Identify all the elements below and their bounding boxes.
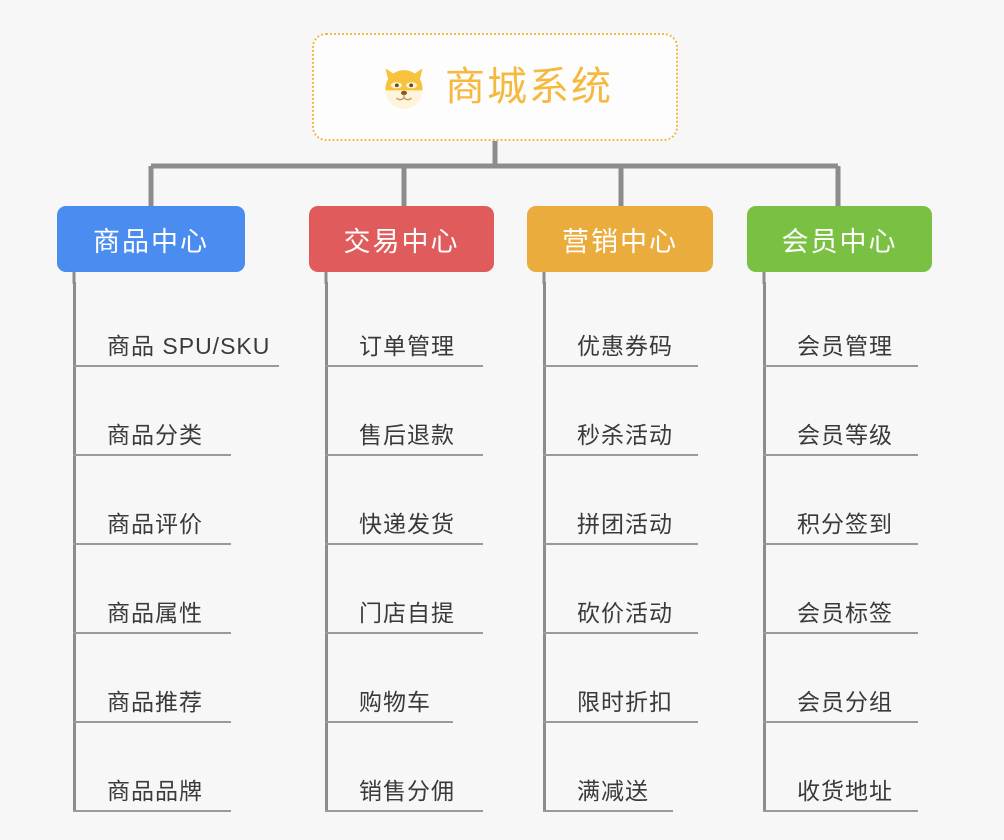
leaf-item[interactable]: 快递发货 [325, 460, 493, 549]
leaf-item-underline [543, 543, 698, 545]
leaf-item[interactable]: 商品推荐 [73, 638, 289, 727]
root-node[interactable]: 商城系统 [312, 33, 678, 141]
leaf-item-underline [543, 721, 698, 723]
leaf-item[interactable]: 秒杀活动 [543, 371, 708, 460]
leaf-column-4: 会员管理会员等级积分签到会员标签会员分组收货地址 [763, 282, 928, 816]
leaf-item-underline [763, 365, 918, 367]
leaf-spine [325, 282, 328, 812]
leaf-item[interactable]: 会员等级 [763, 371, 928, 460]
leaf-item[interactable]: 商品分类 [73, 371, 289, 460]
leaf-item[interactable]: 商品属性 [73, 549, 289, 638]
leaf-item[interactable]: 限时折扣 [543, 638, 708, 727]
leaf-spine [73, 282, 76, 812]
leaf-item[interactable]: 积分签到 [763, 460, 928, 549]
branch-label: 会员中心 [781, 226, 898, 257]
leaf-item-underline [325, 810, 483, 812]
leaf-item-label: 拼团活动 [577, 511, 673, 537]
leaf-item-label: 商品推荐 [107, 689, 203, 715]
leaf-item[interactable]: 订单管理 [325, 282, 493, 371]
leaf-item-label: 积分签到 [797, 511, 893, 537]
leaf-item-label: 商品评价 [107, 511, 203, 537]
leaf-item-label: 快递发货 [359, 511, 455, 537]
leaf-item[interactable]: 商品评价 [73, 460, 289, 549]
leaf-item[interactable]: 优惠券码 [543, 282, 708, 371]
branch-label: 营销中心 [562, 226, 678, 257]
leaf-item[interactable]: 销售分佣 [325, 727, 493, 816]
leaf-item-underline [763, 454, 918, 456]
leaf-item-underline [73, 632, 231, 634]
leaf-item-label: 秒杀活动 [577, 422, 673, 448]
leaf-item[interactable]: 商品 SPU/SKU [73, 282, 289, 371]
leaf-item-label: 会员管理 [797, 333, 893, 359]
root-title: 商城系统 [445, 65, 613, 109]
leaf-item-underline [543, 454, 698, 456]
leaf-item-label: 门店自提 [359, 600, 455, 626]
leaf-item-label: 商品品牌 [107, 778, 203, 804]
leaf-item-underline [73, 721, 231, 723]
shiba-dog-face-icon [385, 68, 423, 109]
branch-label: 交易中心 [343, 226, 460, 257]
leaf-item-label: 售后退款 [359, 422, 455, 448]
leaf-column-3: 优惠券码秒杀活动拼团活动砍价活动限时折扣满减送 [543, 282, 708, 816]
leaf-item-underline [325, 632, 483, 634]
leaf-item-underline [325, 454, 483, 456]
leaf-item-underline [763, 721, 918, 723]
leaf-item-label: 订单管理 [359, 333, 455, 359]
leaf-item-label: 商品分类 [107, 422, 203, 448]
leaf-item-underline [73, 365, 279, 367]
leaf-item-label: 优惠券码 [577, 333, 673, 359]
leaf-item-underline [543, 632, 698, 634]
leaf-item[interactable]: 满减送 [543, 727, 708, 816]
leaf-item[interactable]: 会员标签 [763, 549, 928, 638]
leaf-item-label: 限时折扣 [577, 689, 673, 715]
leaf-item-label: 满减送 [577, 778, 649, 804]
leaf-column-2: 订单管理售后退款快递发货门店自提购物车销售分佣 [325, 282, 493, 816]
leaf-item[interactable]: 会员管理 [763, 282, 928, 371]
leaf-item-label: 砍价活动 [577, 600, 673, 626]
leaf-item-label: 商品 SPU/SKU [107, 333, 271, 359]
branch-box-3[interactable]: 营销中心 [527, 206, 713, 272]
leaf-item-underline [73, 810, 231, 812]
leaf-item-underline [73, 543, 231, 545]
leaf-item-underline [763, 543, 918, 545]
leaf-item[interactable]: 拼团活动 [543, 460, 708, 549]
leaf-item[interactable]: 收货地址 [763, 727, 928, 816]
leaf-item-underline [325, 721, 453, 723]
leaf-item[interactable]: 售后退款 [325, 371, 493, 460]
leaf-item-underline [763, 810, 918, 812]
leaf-item-label: 会员分组 [797, 689, 893, 715]
leaf-item-underline [73, 454, 231, 456]
leaf-item-label: 商品属性 [107, 600, 203, 626]
branch-box-1[interactable]: 商品中心 [57, 206, 245, 272]
leaf-item-underline [325, 543, 483, 545]
leaf-item-label: 收货地址 [797, 778, 893, 804]
leaf-item[interactable]: 门店自提 [325, 549, 493, 638]
branch-box-4[interactable]: 会员中心 [747, 206, 932, 272]
branch-label: 商品中心 [93, 226, 209, 257]
leaf-item[interactable]: 砍价活动 [543, 549, 708, 638]
leaf-item-underline [543, 810, 673, 812]
leaf-item-label: 会员标签 [797, 600, 893, 626]
leaf-item-label: 会员等级 [797, 422, 893, 448]
leaf-spine [543, 282, 546, 812]
leaf-column-1: 商品 SPU/SKU 商品分类商品评价商品属性商品推荐商品品牌 [73, 282, 289, 816]
leaf-item[interactable]: 商品品牌 [73, 727, 289, 816]
leaf-item-label: 购物车 [359, 689, 431, 715]
leaf-item-label: 销售分佣 [359, 778, 455, 804]
leaf-item-underline [543, 365, 698, 367]
leaf-item[interactable]: 会员分组 [763, 638, 928, 727]
branch-box-2[interactable]: 交易中心 [309, 206, 494, 272]
leaf-item[interactable]: 购物车 [325, 638, 493, 727]
leaf-item-underline [763, 632, 918, 634]
leaf-spine [763, 282, 766, 812]
leaf-item-underline [325, 365, 483, 367]
